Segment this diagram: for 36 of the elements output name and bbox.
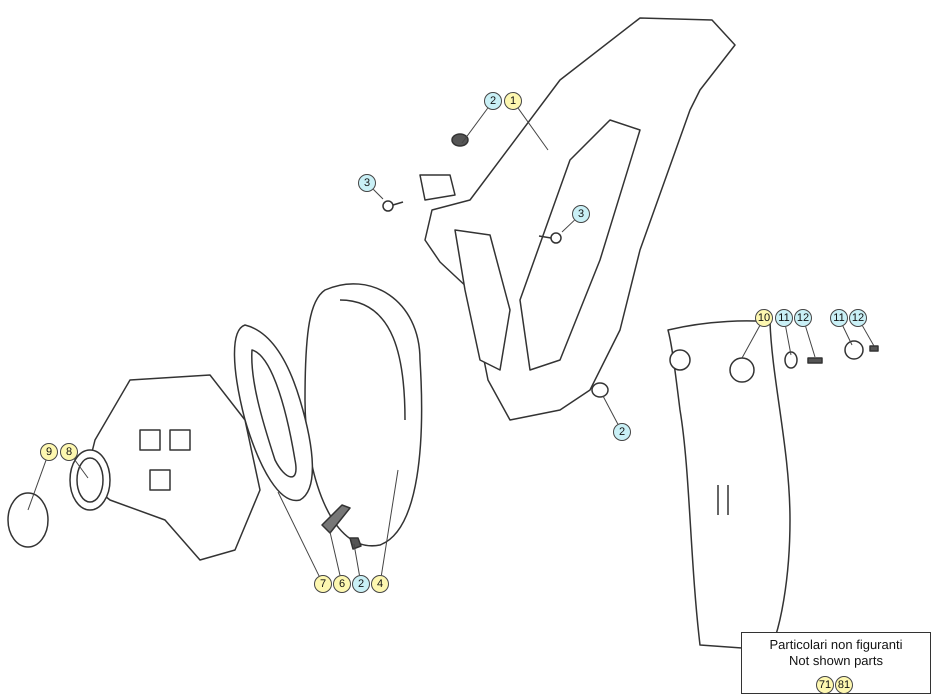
callout-number: 6 bbox=[333, 575, 351, 593]
callout-number: 2 bbox=[352, 575, 370, 593]
note-box bbox=[741, 632, 931, 694]
callout-number: 12 bbox=[849, 309, 867, 327]
leader-line bbox=[74, 458, 88, 478]
leader-line bbox=[278, 492, 320, 576]
callout-number: 4 bbox=[371, 575, 389, 593]
callout-number: 11 bbox=[775, 309, 793, 327]
leader-line bbox=[28, 460, 46, 510]
leader-line bbox=[372, 188, 384, 200]
callout-number: 11 bbox=[830, 309, 848, 327]
leader-line bbox=[330, 532, 340, 576]
callout-number: 2 bbox=[484, 92, 502, 110]
callout-number: 71 bbox=[816, 676, 834, 694]
leader-line bbox=[842, 326, 852, 346]
note-text: Particolari non figuranti bbox=[768, 637, 904, 653]
leader-line bbox=[462, 108, 488, 144]
callout-number: 12 bbox=[794, 309, 812, 327]
leader-line bbox=[380, 470, 398, 576]
leader-line bbox=[354, 544, 360, 576]
callout-number: 2 bbox=[613, 423, 631, 441]
callout-number: 8 bbox=[60, 443, 78, 461]
callout-number: 9 bbox=[40, 443, 58, 461]
callout-number: 7 bbox=[314, 575, 332, 593]
leader-line bbox=[742, 325, 760, 358]
callout-number: 81 bbox=[835, 676, 853, 694]
note-text: Not shown parts bbox=[788, 653, 884, 669]
callout-number: 3 bbox=[358, 174, 376, 192]
leader-line bbox=[805, 326, 816, 358]
leader-line bbox=[785, 326, 792, 356]
leader-line bbox=[862, 325, 874, 346]
leader-line bbox=[562, 220, 575, 232]
leader-line bbox=[518, 108, 548, 150]
callout-number: 10 bbox=[755, 309, 773, 327]
callout-number: 1 bbox=[504, 92, 522, 110]
leader-line bbox=[602, 396, 618, 425]
